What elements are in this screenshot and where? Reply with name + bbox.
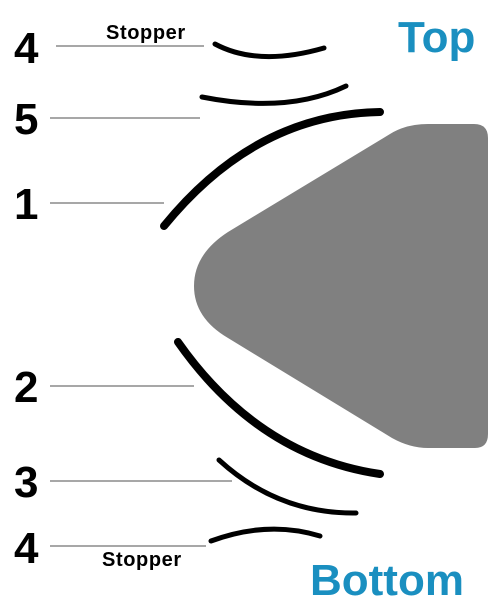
arc-4-bottom-stopper [211,529,320,541]
label-4-top: 4 [14,24,39,73]
stopper-label-bottom: Stopper [102,549,182,571]
label-2: 2 [14,363,38,412]
label-3: 3 [14,458,38,507]
label-1: 1 [14,180,38,229]
arc-4-top-stopper [215,44,324,57]
direction-label-bottom: Bottom [310,556,464,601]
arc-5 [202,86,346,103]
direction-label-top: Top [398,13,475,62]
gray-wedge-shape [194,124,488,448]
label-5: 5 [14,95,38,144]
stopper-label-top: Stopper [106,22,186,44]
label-4-bottom: 4 [14,524,39,573]
